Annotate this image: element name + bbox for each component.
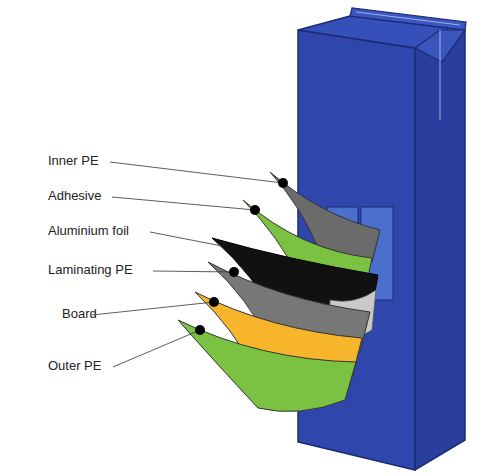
leader-line <box>92 302 214 315</box>
leader-dot <box>195 325 205 335</box>
carton-side <box>415 30 465 470</box>
leader-line <box>153 271 234 272</box>
seal-line <box>356 12 460 25</box>
leader-dot <box>250 205 260 215</box>
outer-pe-layer <box>178 320 356 412</box>
layer-label: Inner PE <box>48 153 99 169</box>
layer-label: Board <box>62 306 97 322</box>
layer-label: Aluminium foil <box>48 223 129 239</box>
layer-label: Adhesive <box>48 188 101 204</box>
leader-line <box>150 232 222 246</box>
leader-dot <box>209 297 219 307</box>
leader-line <box>113 330 200 367</box>
carton-seal <box>350 8 466 30</box>
leader-line <box>112 197 255 210</box>
layer-label: Outer PE <box>48 358 101 374</box>
leader-dot <box>278 178 288 188</box>
layer-label: Laminating PE <box>48 262 133 278</box>
leader-dot <box>229 267 239 277</box>
leader-line <box>110 162 283 183</box>
flap-line <box>440 30 441 120</box>
